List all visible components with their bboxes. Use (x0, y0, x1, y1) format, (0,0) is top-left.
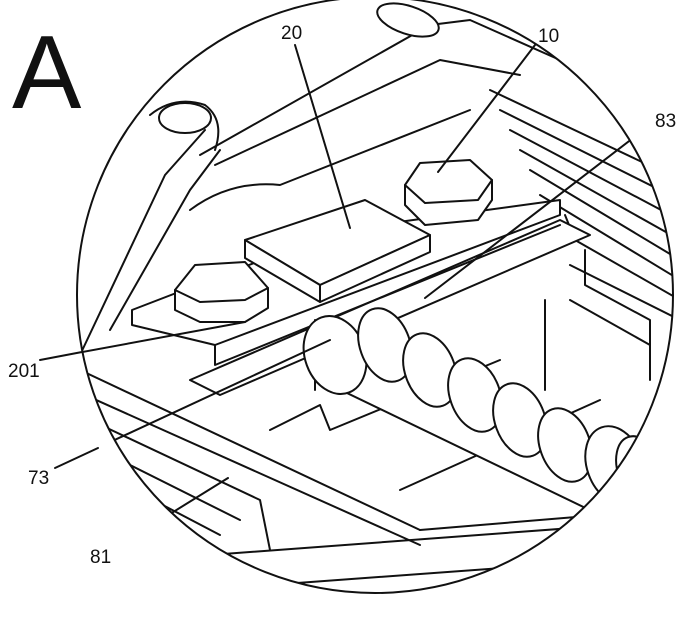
layer-step (564, 214, 673, 301)
arm-end (149, 100, 220, 151)
key-block-front (319, 234, 431, 303)
layer-line (499, 109, 673, 201)
arm-hole (158, 102, 212, 134)
leader-10 (437, 44, 536, 173)
leader-83 (424, 124, 651, 299)
bracket-edge (569, 299, 651, 346)
layer-line (529, 169, 673, 261)
layer-line (519, 149, 673, 241)
bed-line (79, 369, 421, 531)
label-81: 81 (90, 547, 111, 568)
leader-20 (294, 44, 351, 229)
bed-line (269, 554, 673, 586)
label-20: 20 (281, 23, 302, 44)
arm-outer-edge (79, 129, 206, 356)
top-plate-curve (189, 109, 471, 211)
mounting-plate-edge (214, 224, 561, 366)
top-slot (376, 2, 440, 38)
bed-line (84, 394, 421, 546)
label-201: 201 (8, 361, 40, 382)
leader-201-tail (39, 351, 83, 361)
drawing-body (77, 2, 673, 586)
lead-screw (302, 307, 665, 516)
bed-line (209, 519, 673, 556)
label-73: 73 (28, 468, 49, 489)
layer-line (539, 194, 673, 281)
layer-line (509, 129, 673, 221)
arm-inner-edge (109, 149, 221, 331)
layer-line (569, 264, 673, 321)
bed-line (89, 419, 271, 551)
label-83: 83 (655, 111, 676, 132)
leader-73-tail (54, 447, 99, 469)
panel-letter: A (12, 15, 82, 131)
bed-line (419, 514, 601, 531)
bracket-edge (584, 249, 651, 381)
bolt-201-head (174, 261, 269, 303)
support-plate (189, 219, 591, 396)
top-plate-inner-edge (214, 59, 521, 166)
label-10: 10 (538, 26, 559, 47)
detail-circle (76, 0, 674, 594)
bolt-10-head (404, 159, 493, 204)
